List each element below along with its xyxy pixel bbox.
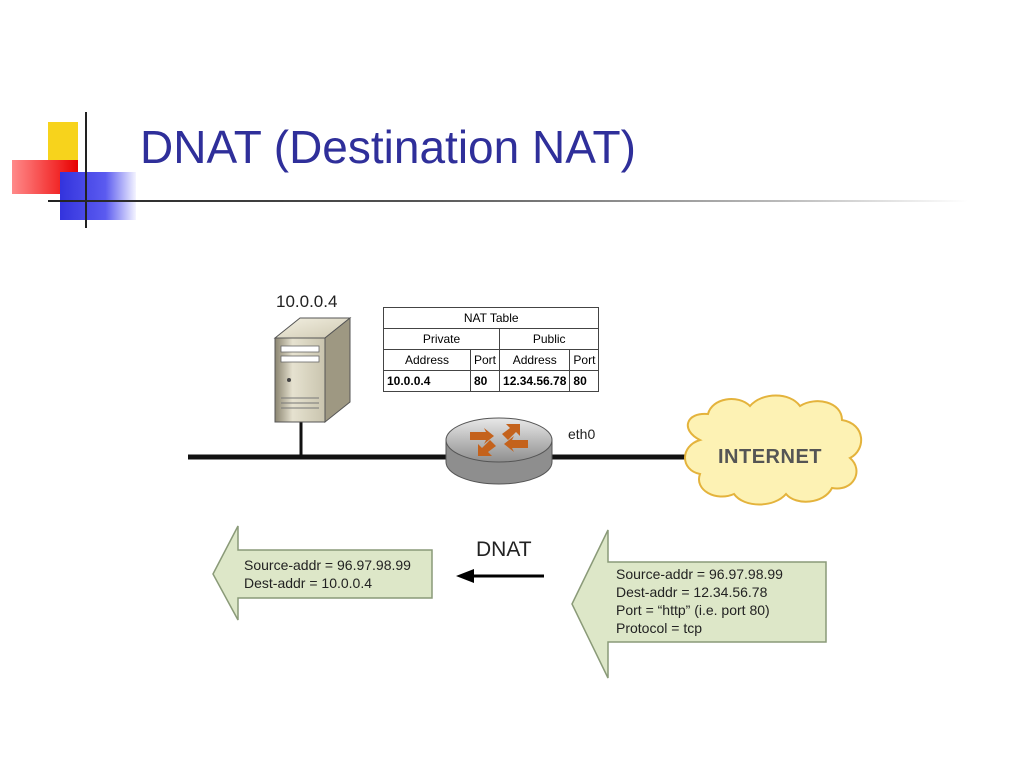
nat-table-group-private: Private [382,328,501,350]
dnat-direction-arrow [456,569,544,583]
nat-table-cell: 80 [469,370,501,392]
incoming-packet-arrow [571,529,827,679]
server-ip-label: 10.0.0.4 [276,292,338,311]
nat-table-cell: 10.0.0.4 [383,370,471,392]
page-title: DNAT (Destination NAT) [140,121,636,173]
incoming-packet-text: Source-addr = 96.97.98.99 Dest-addr = 12… [616,565,783,637]
incoming-packet-line: Protocol = tcp [616,620,702,636]
table-row: 10.0.0.4 80 12.34.56.78 80 [383,370,600,392]
nat-table-header-row: Address Port Address Port [383,349,600,371]
nat-table-title-row: NAT Table [382,307,600,329]
internet-label: INTERNET [718,446,822,468]
nat-table-title: NAT Table [382,307,600,329]
incoming-packet-line: Port = “http” (i.e. port 80) [616,602,770,618]
incoming-packet-line: Dest-addr = 12.34.56.78 [616,584,768,600]
nat-table-group-row: Private Public [382,328,600,350]
nat-table-cell: 80 [569,370,600,392]
translated-packet-text: Source-addr = 96.97.98.99 Dest-addr = 10… [244,556,411,592]
router-icon [445,417,553,485]
decorative-blue-square [60,172,136,220]
nat-table-header: Port [569,349,600,371]
title-underline [48,200,968,202]
translated-packet-arrow [212,525,433,621]
translated-packet-line: Source-addr = 96.97.98.99 [244,557,411,573]
decorative-vertical-line [85,112,87,228]
nat-table: NAT Table Private Public Address Port Ad… [382,307,600,392]
dnat-label: DNAT [476,538,532,561]
nat-table-group-public: Public [499,328,600,350]
server-icon [273,316,352,424]
translated-packet-line: Dest-addr = 10.0.0.4 [244,575,373,591]
nat-table-header: Address [383,349,471,371]
router-interface-label: eth0 [568,426,596,442]
incoming-packet-line: Source-addr = 96.97.98.99 [616,566,783,582]
nat-table-header: Port [469,349,501,371]
nat-table-cell: 12.34.56.78 [499,370,571,392]
internet-cloud-icon [684,394,863,506]
nat-table-header: Address [499,349,571,371]
